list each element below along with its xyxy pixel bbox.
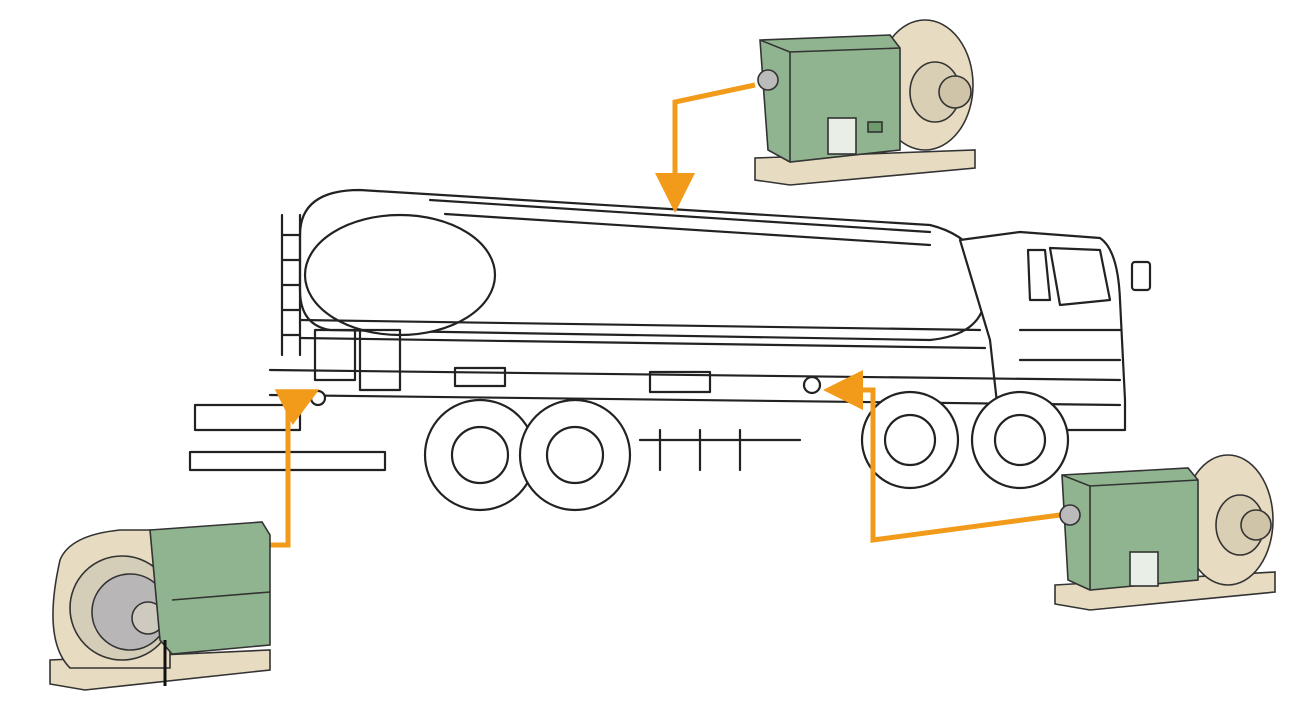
tanker-truck-icon [188,188,1152,512]
blower-unit-icon [754,19,976,186]
blower-unit-icon [49,521,271,691]
arrow-right-to-truck [823,370,1061,543]
arrow-top-to-truck [655,82,756,213]
blower-unit-icon [1054,454,1276,611]
arrow-left-to-truck [268,389,320,548]
airflow-arrows [268,82,1061,548]
rear-wheels [423,390,1070,512]
rear-connection-port-icon [309,389,327,407]
side-connection-port-icon [802,375,822,395]
